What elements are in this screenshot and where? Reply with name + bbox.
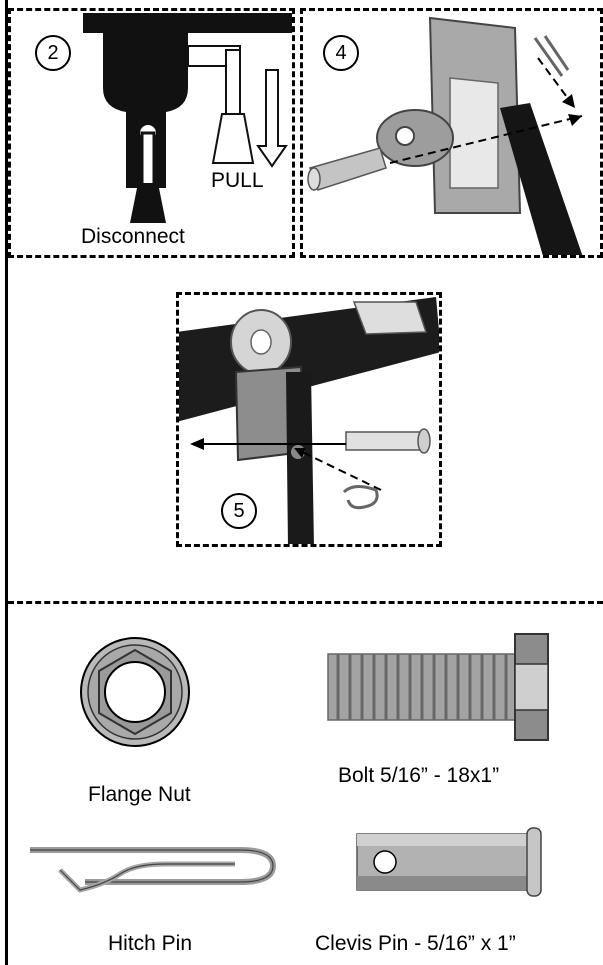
disconnect-label: Disconnect bbox=[81, 225, 185, 248]
bolt-illustration bbox=[327, 633, 549, 741]
disconnect-lever-illustration bbox=[83, 13, 292, 223]
step-4-panel: 4 bbox=[300, 8, 603, 258]
hitch-assembly-illustration bbox=[307, 16, 583, 255]
clevis-pin-label: Clevis Pin - 5/16” x 1” bbox=[315, 932, 516, 955]
clevis-pin-illustration bbox=[356, 827, 542, 897]
clevis-pin-insertion-illustration bbox=[179, 297, 439, 544]
pull-label: PULL bbox=[211, 169, 264, 192]
step-2-panel: 2 PULL Disconnect bbox=[8, 8, 295, 258]
step-number-5: 5 bbox=[221, 493, 257, 529]
flange-nut-illustration bbox=[80, 637, 190, 747]
step-5-panel: 5 bbox=[176, 292, 442, 547]
step-number-2: 2 bbox=[35, 35, 71, 71]
hitch-pin-label: Hitch Pin bbox=[108, 932, 193, 955]
flange-nut-label: Flange Nut bbox=[88, 783, 191, 806]
hitch-pin-illustration bbox=[30, 847, 277, 893]
section-divider bbox=[8, 601, 603, 604]
step-number-4: 4 bbox=[323, 35, 359, 71]
left-margin-rule bbox=[5, 0, 8, 965]
bolt-label: Bolt 5/16” - 18x1” bbox=[338, 764, 500, 787]
